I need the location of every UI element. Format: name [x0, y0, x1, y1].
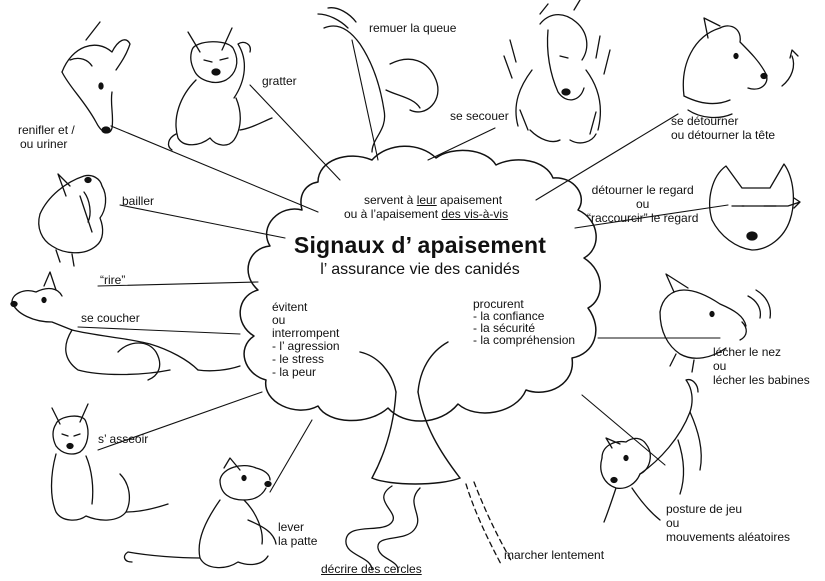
- left-branch-item: - la peur: [272, 365, 317, 379]
- label-renifler: renifler et / ou uriner: [18, 123, 75, 151]
- label-line: lécher le nez: [713, 345, 782, 359]
- connector-lines: [77, 39, 729, 493]
- left-branch-item: ou: [272, 313, 286, 327]
- dog-lying-icon: [10, 271, 241, 381]
- label-line: lever: [278, 520, 305, 534]
- dog-sitting-icon: [50, 403, 169, 521]
- label-se-coucher: se coucher: [81, 311, 140, 325]
- cloud-top-text: servent à leur apaisement: [364, 193, 502, 207]
- left-branch-item: - l’ agression: [272, 339, 340, 353]
- dog-play-bow-icon: [600, 378, 702, 523]
- label-line: la patte: [278, 534, 318, 548]
- dog-eyes-icon: [709, 163, 801, 251]
- left-branch-item: évitent: [272, 300, 308, 314]
- label-detourner-regard: détourner le regard ou “raccourcir” le r…: [587, 183, 698, 225]
- label-line: lécher les babines: [713, 373, 810, 387]
- label-bailler: bailler: [122, 194, 155, 208]
- label-remuer-la-queue: remuer la queue: [369, 21, 457, 35]
- page-title: Signaux d’ apaisement: [293, 232, 547, 258]
- dog-tail-icon: [317, 7, 439, 153]
- label-lever-patte: lever la patte: [278, 520, 317, 548]
- label-se-secouer: se secouer: [450, 109, 509, 123]
- central-title-block: Signaux d’ apaisement l’ assurance vie d…: [270, 232, 570, 279]
- dog-paw-lift-icon: [123, 457, 277, 569]
- dog-sniffing-icon: [61, 21, 131, 134]
- cloud-top-text-2: ou à l’apaisement des vis-à-vis: [344, 207, 508, 221]
- cloud-top-line2-underlined: des vis-à-vis: [441, 207, 509, 221]
- label-lecher: lécher le nez ou lécher les babines: [713, 345, 810, 387]
- left-branch-item: - le stress: [272, 352, 325, 366]
- cloud-top-line1-post: apaisement: [436, 193, 503, 207]
- label-decrire-cercles: décrire des cercles: [321, 562, 422, 576]
- label-line: ou détourner la tête: [671, 128, 776, 142]
- label-marcher-lentement: marcher lentement: [504, 548, 605, 562]
- right-branch-item: - la sécurité: [473, 321, 536, 335]
- cloud-top-line2-pre: ou à l’apaisement: [344, 207, 442, 221]
- right-branch-list: procurent - la confiance - la sécurité -…: [473, 298, 575, 346]
- right-branch-item: - la compréhension: [473, 333, 576, 347]
- label-line: posture de jeu: [666, 502, 743, 516]
- label-line: renifler et /: [18, 123, 75, 137]
- label-line: “raccourcir” le regard: [587, 211, 699, 225]
- page-subtitle: l’ assurance vie des canidés: [320, 261, 520, 278]
- left-branch-list: évitent ou interrompent - l’ agression -…: [272, 301, 340, 379]
- label-line: mouvements aléatoires: [666, 530, 791, 544]
- dog-licking-icon: [659, 273, 772, 373]
- label-line: ou uriner: [20, 137, 68, 151]
- label-gratter: gratter: [262, 74, 297, 88]
- label-detourner-tete: se détourner ou détourner la tête: [671, 114, 775, 142]
- dog-scratching-icon: [167, 27, 273, 151]
- dog-shaking-icon: [503, 0, 611, 144]
- label-posture-jeu: posture de jeu ou mouvements aléatoires: [666, 502, 790, 544]
- right-branch-item: - la confiance: [473, 309, 545, 323]
- dog-head-turn-icon: [682, 17, 799, 119]
- central-cloud: [239, 145, 601, 422]
- cloud-top-line1-pre: servent à: [364, 193, 417, 207]
- label-line: ou: [636, 197, 650, 211]
- path-icon: [345, 481, 513, 573]
- label-line: ou: [713, 359, 727, 373]
- left-branch-item: interrompent: [272, 326, 340, 340]
- label-rire: “rire”: [100, 273, 126, 287]
- tree-trunk-icon: [359, 341, 461, 485]
- label-line: se détourner: [671, 114, 739, 128]
- right-branch-item: procurent: [473, 297, 524, 311]
- label-s-asseoir: s’ asseoir: [98, 432, 149, 446]
- cloud-top-line1-underlined: leur: [416, 193, 437, 207]
- dog-yawning-icon: [38, 173, 107, 267]
- label-line: détourner le regard: [591, 183, 694, 197]
- label-line: ou: [666, 516, 680, 530]
